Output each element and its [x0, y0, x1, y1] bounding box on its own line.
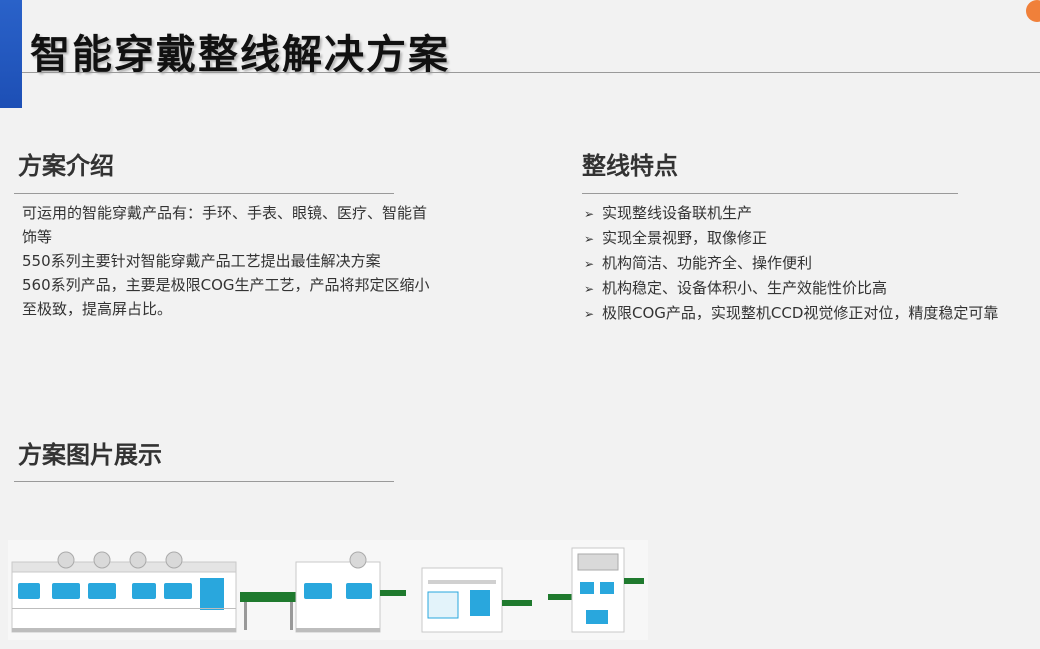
arrow-bullet-icon: ➢ [584, 282, 595, 296]
feature-text: 极限COG产品，实现整机CCD视觉修正对位，精度稳定可靠 [602, 304, 999, 322]
feature-text: 实现全景视野，取像修正 [602, 229, 768, 247]
feature-item: ➢ 机构稳定、设备体积小、生产效能性价比高 [584, 276, 998, 301]
production-line-image [8, 540, 648, 640]
arrow-bullet-icon: ➢ [584, 307, 595, 321]
machine-unit-4 [548, 547, 644, 633]
intro-line: 饰等 [22, 228, 53, 246]
intro-divider [14, 193, 394, 194]
features-heading: 整线特点 [582, 152, 678, 180]
arrow-bullet-icon: ➢ [584, 207, 595, 221]
features-list: ➢ 实现整线设备联机生产 ➢ 实现全景视野，取像修正 ➢ 机构简洁、功能齐全、操作便利… [584, 201, 998, 326]
feature-text: 机构稳定、设备体积小、生产效能性价比高 [602, 279, 888, 297]
arrow-bullet-icon: ➢ [584, 232, 595, 246]
intro-line: 可运用的智能穿戴产品有：手环、手表、眼镜、医疗、智能首 [22, 204, 428, 222]
intro-heading: 方案介绍 [18, 152, 114, 180]
feature-item: ➢ 机构简洁、功能齐全、操作便利 [584, 251, 998, 276]
intro-line: 至极致，提高屏占比。 [22, 300, 173, 318]
machine-unit-1 [11, 551, 237, 633]
feature-text: 实现整线设备联机生产 [602, 204, 753, 222]
feature-item: ➢ 极限COG产品，实现整机CCD视觉修正对位，精度稳定可靠 [584, 301, 998, 326]
title-divider [22, 72, 1040, 73]
intro-line: 550系列主要针对智能穿戴产品工艺提出最佳解决方案 [22, 252, 381, 270]
showcase-divider [14, 481, 394, 482]
conveyor-1 [240, 592, 296, 630]
intro-line: 560系列产品，主要是极限COG生产工艺，产品将邦定区缩小 [22, 276, 430, 294]
page-title: 智能穿戴整线解决方案 [30, 32, 450, 78]
intro-text: 可运用的智能穿戴产品有：手环、手表、眼镜、医疗、智能首 饰等 550系列主要针对… [22, 201, 462, 321]
feature-item: ➢ 实现全景视野，取像修正 [584, 226, 998, 251]
arrow-bullet-icon: ➢ [584, 257, 595, 271]
title-accent-bar [0, 0, 22, 108]
features-divider [582, 193, 958, 194]
feature-text: 机构简洁、功能齐全、操作便利 [602, 254, 813, 272]
feature-item: ➢ 实现整线设备联机生产 [584, 201, 998, 226]
machine-unit-2 [295, 551, 406, 633]
showcase-heading: 方案图片展示 [18, 441, 162, 469]
machine-unit-3 [421, 567, 532, 633]
corner-badge-icon [1026, 0, 1040, 22]
